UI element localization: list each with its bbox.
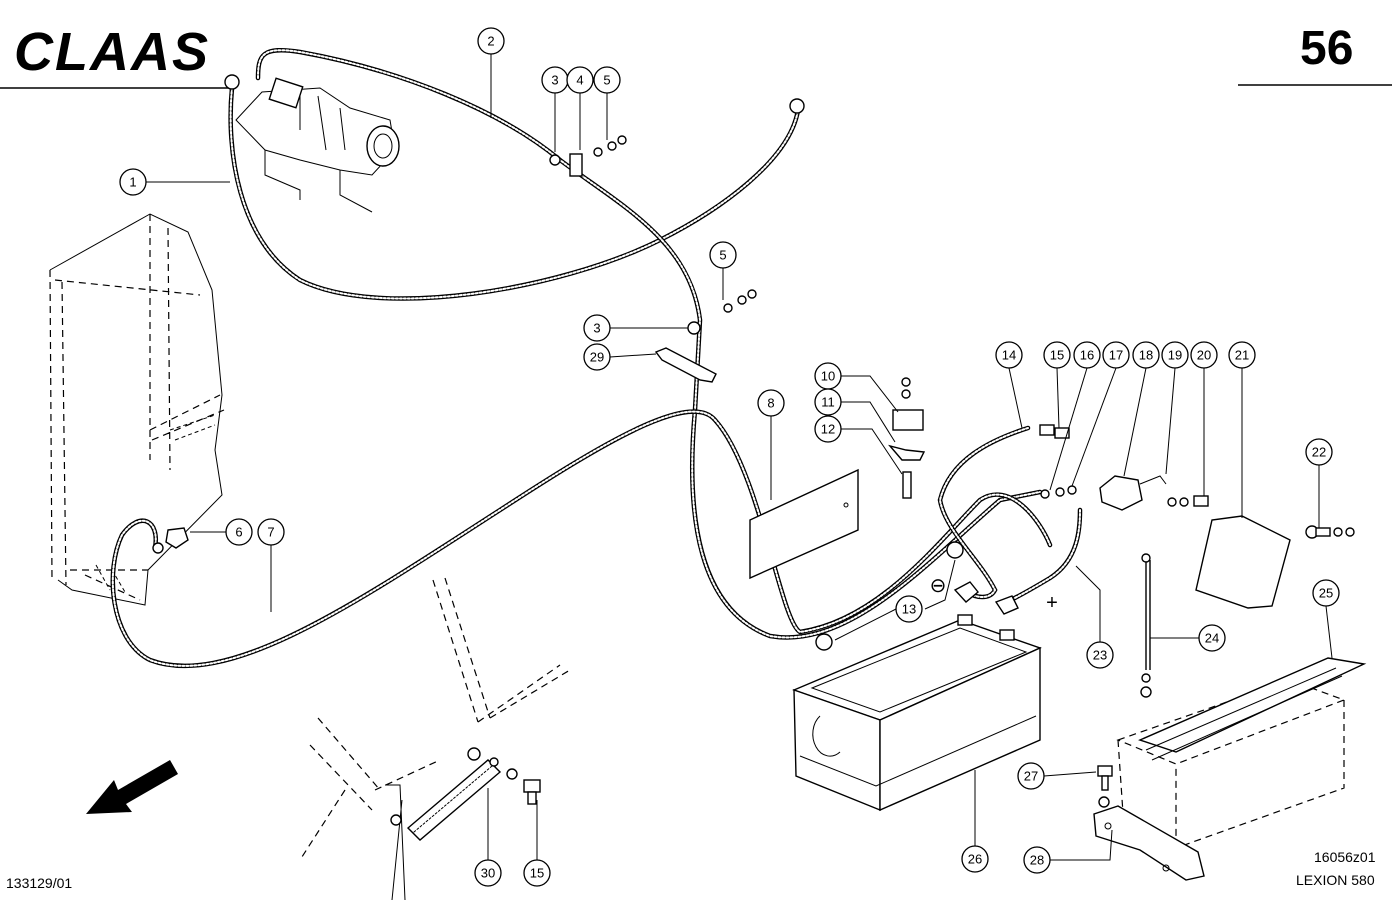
page-number: 56 [1300, 22, 1353, 75]
direction-arrow-icon [86, 760, 178, 814]
svg-text:20: 20 [1197, 348, 1211, 363]
svg-text:23: 23 [1093, 648, 1107, 663]
callout-24: 24 [1198, 624, 1226, 652]
svg-text:12: 12 [821, 422, 835, 437]
svg-text:19: 19 [1168, 348, 1182, 363]
svg-text:13: 13 [902, 602, 916, 617]
callout-13: 13 [895, 595, 923, 623]
starter-motor [235, 77, 400, 213]
callout-2: 2 [477, 27, 505, 55]
svg-text:18: 18 [1139, 348, 1153, 363]
callout-3: 3 [541, 66, 569, 94]
plus-sign: + [1046, 592, 1058, 614]
callout-5: 5 [709, 241, 737, 269]
svg-text:29: 29 [590, 350, 604, 365]
ground-strap [390, 747, 541, 841]
svg-text:5: 5 [603, 73, 610, 88]
callout-1: 1 [119, 168, 147, 196]
svg-text:25: 25 [1319, 586, 1333, 601]
callout-11: 11 [814, 388, 842, 416]
svg-text:10: 10 [821, 369, 835, 384]
callout-17: 17 [1102, 341, 1130, 369]
svg-text:15: 15 [530, 866, 544, 881]
svg-text:26: 26 [968, 852, 982, 867]
svg-text:30: 30 [481, 866, 495, 881]
svg-text:5: 5 [719, 248, 726, 263]
callout-19: 19 [1161, 341, 1189, 369]
drawing-code-left: 133129/01 [6, 875, 72, 891]
minus-sign: ⊖ [930, 575, 947, 597]
leader-lines [146, 54, 1333, 861]
svg-text:27: 27 [1024, 769, 1038, 784]
callout-16: 16 [1073, 341, 1101, 369]
battery-tray [1093, 657, 1367, 881]
svg-text:3: 3 [551, 73, 558, 88]
svg-text:1: 1 [129, 175, 136, 190]
svg-text:14: 14 [1002, 348, 1016, 363]
svg-text:21: 21 [1235, 348, 1249, 363]
svg-text:16: 16 [1080, 348, 1094, 363]
callout-30: 30 [474, 859, 502, 887]
cables [110, 47, 1083, 669]
callout-14: 14 [995, 341, 1023, 369]
callout-7: 7 [257, 518, 285, 546]
callout-25: 25 [1312, 579, 1340, 607]
callout-3: 3 [583, 314, 611, 342]
hardware [165, 135, 1355, 808]
callout-23: 23 [1086, 641, 1114, 669]
callout-15: 15 [523, 859, 551, 887]
svg-text:3: 3 [593, 321, 600, 336]
callout-29: 29 [583, 343, 611, 371]
callout-15: 15 [1043, 341, 1071, 369]
svg-text:11: 11 [821, 395, 835, 410]
callout-21: 21 [1228, 341, 1256, 369]
svg-text:4: 4 [576, 73, 583, 88]
model-name: LEXION 580 [1296, 872, 1375, 888]
svg-text:7: 7 [267, 525, 274, 540]
claas-logo: CLAAS [14, 22, 210, 82]
callout-5: 5 [593, 66, 621, 94]
callout-28: 28 [1023, 846, 1051, 874]
svg-text:8: 8 [767, 396, 774, 411]
callout-12: 12 [814, 415, 842, 443]
svg-text:2: 2 [487, 34, 494, 49]
callout-27: 27 [1017, 762, 1045, 790]
cab-outline [49, 213, 225, 606]
callout-18: 18 [1132, 341, 1160, 369]
callout-4: 4 [566, 66, 594, 94]
drawing-code-right: 16056z01 [1314, 849, 1376, 865]
svg-text:17: 17 [1109, 348, 1123, 363]
callout-20: 20 [1190, 341, 1218, 369]
callout-6: 6 [225, 518, 253, 546]
header: CLAAS 56 [0, 22, 1392, 89]
battery: ⊖ + [792, 575, 1058, 812]
callout-26: 26 [961, 845, 989, 873]
callout-22: 22 [1305, 438, 1333, 466]
svg-text:15: 15 [1050, 348, 1064, 363]
footer: 133129/01 16056z01 LEXION 580 [6, 849, 1376, 891]
svg-text:24: 24 [1205, 631, 1219, 646]
svg-text:6: 6 [235, 525, 242, 540]
callouts: 1 2 3 4 5 5 3 29 6 7 8 10 11 12 13 14 15… [119, 27, 1340, 887]
svg-text:22: 22 [1312, 445, 1326, 460]
callout-8: 8 [757, 389, 785, 417]
frame-outline [299, 577, 571, 900]
callout-10: 10 [814, 362, 842, 390]
svg-text:28: 28 [1030, 853, 1044, 868]
